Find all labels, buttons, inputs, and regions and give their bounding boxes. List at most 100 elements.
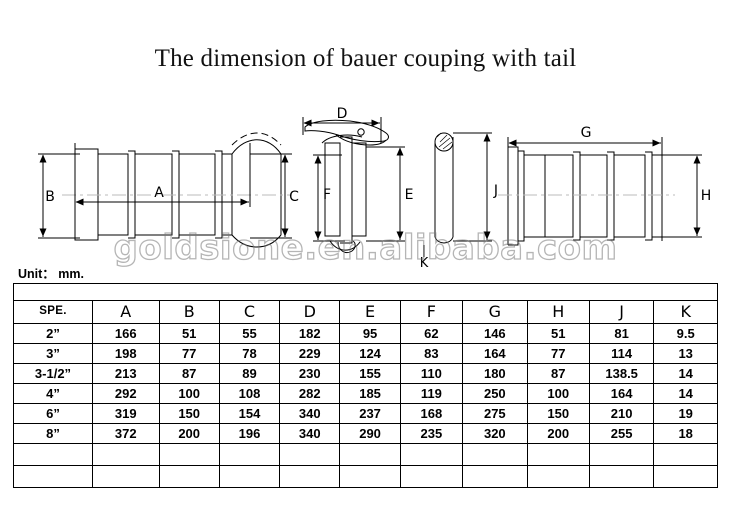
table-blank-cell	[526, 443, 590, 466]
table-header-d: D	[279, 300, 341, 324]
cell-a: 213	[92, 363, 160, 384]
table-blank-cell	[399, 443, 464, 466]
table-header-c: C	[218, 300, 281, 324]
cell-h: 51	[526, 323, 590, 344]
cell-c: 78	[218, 343, 281, 364]
cell-c: 196	[218, 423, 281, 444]
dim-label-H: H	[701, 188, 712, 204]
cell-f: 168	[399, 403, 464, 424]
cell-a: 166	[92, 323, 160, 344]
cell-d: 182	[279, 323, 341, 344]
cell-g: 146	[462, 323, 528, 344]
dim-label-K: K	[420, 256, 429, 270]
table-blank-cell	[588, 465, 655, 488]
table-blank-cell	[92, 443, 160, 466]
table-blank-cell	[13, 465, 93, 488]
cell-g: 275	[462, 403, 528, 424]
cell-k: 18	[653, 423, 718, 444]
table-header-g: G	[462, 300, 528, 324]
cell-c: 89	[218, 363, 281, 384]
cell-k: 14	[653, 363, 718, 384]
cell-e: 155	[339, 363, 401, 384]
cell-k: 13	[653, 343, 718, 364]
cell-d: 340	[279, 403, 341, 424]
cell-d: 229	[279, 343, 341, 364]
cell-b: 200	[158, 423, 220, 444]
dim-label-B: B	[45, 189, 55, 205]
table-blank-cell	[526, 465, 590, 488]
cell-size: 3-1/2”	[13, 363, 93, 384]
cell-h: 200	[526, 423, 590, 444]
cell-a: 198	[92, 343, 160, 364]
cell-f: 235	[399, 423, 464, 444]
table-blank-row	[13, 443, 718, 466]
table-header-a: A	[92, 300, 160, 324]
cell-g: 164	[462, 343, 528, 364]
cell-j: 114	[588, 343, 655, 364]
cell-h: 77	[526, 343, 590, 364]
cell-f: 110	[399, 363, 464, 384]
cell-b: 51	[158, 323, 220, 344]
cell-a: 372	[92, 423, 160, 444]
dim-label-D: D	[337, 106, 348, 122]
table-blank-cell	[279, 443, 341, 466]
cell-j: 81	[588, 323, 655, 344]
cell-g: 180	[462, 363, 528, 384]
table-blank-cell	[13, 443, 93, 466]
table-header-k: K	[653, 300, 718, 324]
cell-e: 237	[339, 403, 401, 424]
cell-b: 77	[158, 343, 220, 364]
cell-g: 320	[462, 423, 528, 444]
drawing-left-coupling: A B C	[38, 132, 299, 248]
table-blank-cell	[653, 465, 718, 488]
table-header-b: B	[158, 300, 220, 324]
table-blank-cell	[339, 465, 401, 488]
cell-j: 138.5	[588, 363, 655, 384]
dim-label-J: J	[493, 183, 498, 199]
table-header-spe: SPE.	[13, 300, 93, 324]
cell-c: 108	[218, 383, 281, 404]
table-blank-cell	[588, 443, 655, 466]
cell-h: 100	[526, 383, 590, 404]
cell-c: 154	[218, 403, 281, 424]
cell-k: 19	[653, 403, 718, 424]
table-header-e: E	[339, 300, 401, 324]
cell-k: 9.5	[653, 323, 718, 344]
table-blank-cell	[653, 443, 718, 466]
table-blank-row	[13, 465, 718, 488]
table-blank-cell	[158, 465, 220, 488]
dim-label-F: F	[323, 187, 331, 203]
technical-drawings: A B C	[0, 85, 731, 270]
cell-h: 87	[526, 363, 590, 384]
cell-d: 282	[279, 383, 341, 404]
cell-f: 83	[399, 343, 464, 364]
unit-label: Unit： mm.	[18, 267, 84, 281]
dim-label-G: G	[581, 125, 592, 141]
cell-e: 290	[339, 423, 401, 444]
table-blank-cell	[92, 465, 160, 488]
cell-b: 87	[158, 363, 220, 384]
table-blank-cell	[218, 443, 281, 466]
table-blank-cell	[279, 465, 341, 488]
table-blank-cell	[339, 443, 401, 466]
cell-size: 4”	[13, 383, 93, 404]
cell-c: 55	[218, 323, 281, 344]
table-blank-cell	[462, 465, 528, 488]
cell-a: 292	[92, 383, 160, 404]
cell-e: 124	[339, 343, 401, 364]
drawing-middle-coupling: D F E K	[302, 106, 498, 270]
table-blank-cell	[462, 443, 528, 466]
cell-size: 8”	[13, 423, 93, 444]
cell-g: 250	[462, 383, 528, 404]
table-blank-cell	[158, 443, 220, 466]
table-header-f: F	[399, 300, 464, 324]
cell-j: 164	[588, 383, 655, 404]
